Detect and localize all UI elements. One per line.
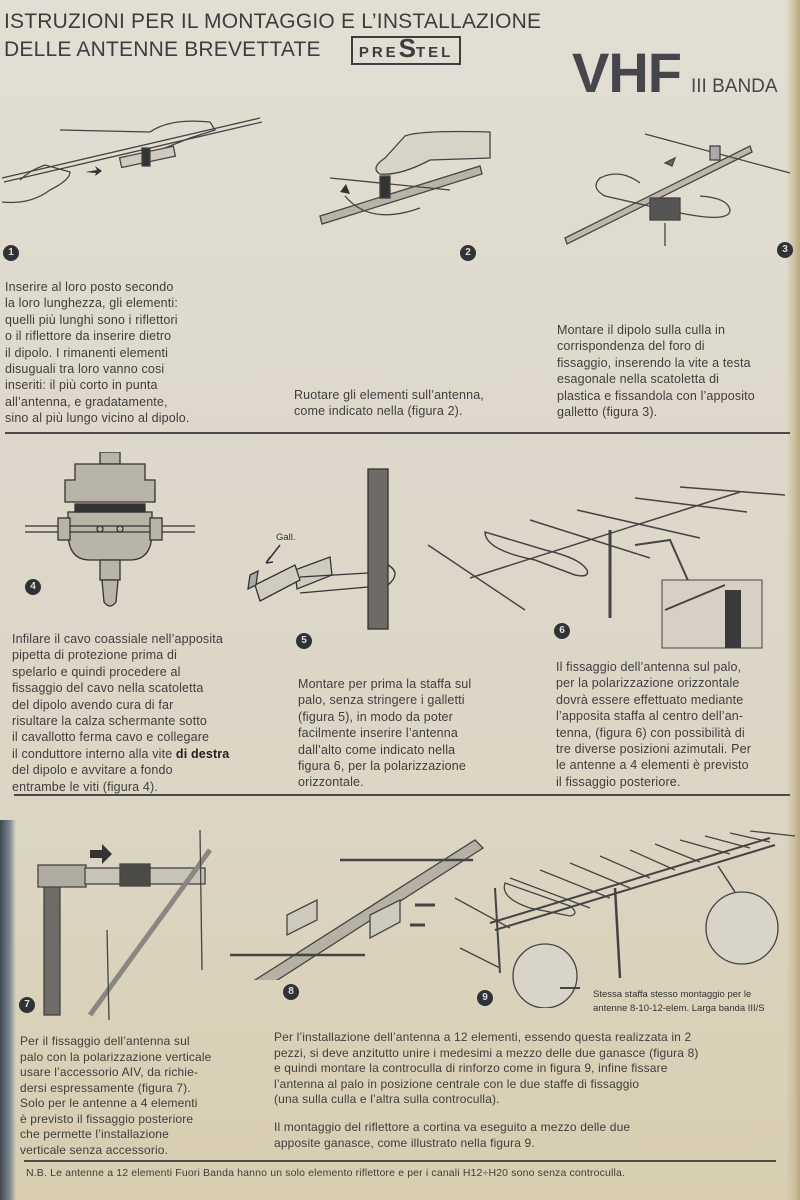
figure-1-hands-inserting-element-illustration [0,110,270,210]
title-line-1: ISTRUZIONI PER IL MONTAGGIO E L’INSTALLA… [4,10,542,33]
section-divider-1 [5,432,790,434]
section-divider-2 [14,794,790,796]
figure-number-8: 8 [283,984,299,1000]
title-line-2: DELLE ANTENNE BREVETTATE [4,38,321,62]
instruction-step-8-9: Per l’installazione dell’antenna a 12 el… [274,1030,699,1106]
page-edge-right [786,0,800,1200]
footnote: N.B. Le antenne a 12 elementi Fuori Band… [26,1167,626,1179]
figure-number-9: 9 [477,990,493,1006]
logo-pre: PRE [358,44,399,61]
figure-number-3: 3 [777,242,793,258]
logo-s: S [398,33,416,63]
instruction-step-5: Montare per prima la staffa sul palo, se… [298,677,472,790]
figure-number-2: 2 [460,245,476,261]
prestel-logo: PRESTEL [350,33,462,65]
figure-6-antenna-on-mast-illustration [425,470,790,650]
instruction-step-2: Ruotare gli elementi sull’antenna, come … [294,388,484,419]
page-title: ISTRUZIONI PER IL MONTAGGIO E L’INSTALLA… [4,8,541,65]
figure-5-mast-bracket-illustration: Gall. [240,465,400,635]
band-sub: III BANDA [691,76,778,97]
instruction-reflector: Il montaggio del riflettore a cortina va… [274,1120,631,1150]
figure-4-dipole-box-coax-illustration [20,452,200,612]
figure-9-caption: Stessa staffa stesso montaggio per le an… [593,989,765,1014]
title-line-2-row: DELLE ANTENNE BREVETTATE PRESTEL [4,33,541,65]
instruction-step-4: Infilare il cavo coassiale nell’apposita… [12,631,229,795]
step-4-text-end: del dipolo e avvitare a fondo entrambe l… [12,763,173,794]
figure-3-dipole-on-cradle-illustration [560,128,790,248]
figure-2-hand-rotating-element-illustration [310,128,500,228]
instruction-step-3: Montare il dipolo sulla culla in corrisp… [557,323,755,420]
figure-7-vertical-polarization-mount-illustration [30,830,230,1020]
figure-number-6: 6 [554,623,570,639]
step-4-text: Infilare il cavo coassiale nell’apposita… [12,632,223,761]
figure-5-gall-label: Gall. [276,532,296,543]
band-vhf: VHF [572,41,682,104]
logo-post: TEL [416,44,454,61]
figure-number-1: 1 [3,245,19,261]
figure-9-twelve-element-antenna-illustration [450,828,795,1008]
page-shadow-left [0,820,16,1200]
figure-8-boom-joint-clamps-illustration [225,830,485,980]
instruction-step-6: Il fissaggio dell’antenna sul palo, per … [556,660,752,789]
step-4-bold-text: di destra [175,746,230,761]
band-label: VHF III BANDA [572,40,778,105]
instruction-step-7: Per il fissaggio dell’antenna sul palo c… [20,1034,212,1157]
figure-number-5: 5 [296,633,312,649]
instruction-step-1: Inserire al loro posto secondo la loro l… [5,280,190,426]
section-divider-3 [24,1160,776,1162]
figure-number-7: 7 [19,997,35,1013]
figure-number-4: 4 [25,579,41,595]
